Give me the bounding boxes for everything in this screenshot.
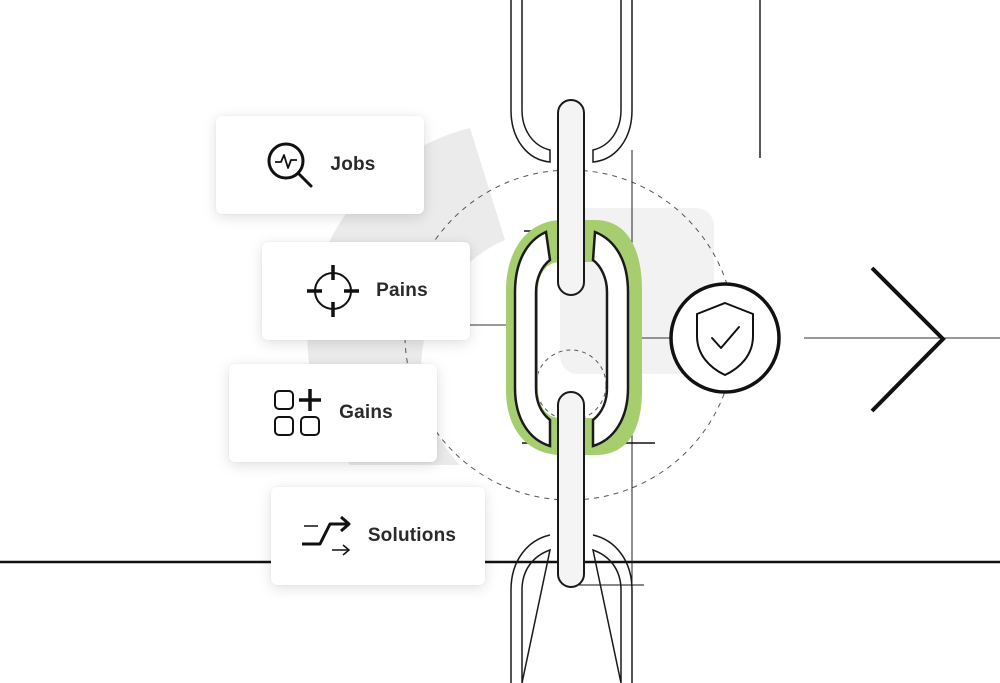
card-gains-label: Gains xyxy=(339,402,393,423)
card-solutions-label: Solutions xyxy=(367,525,457,546)
switch-arrows-icon xyxy=(300,514,354,558)
highlighted-chain-link xyxy=(506,220,642,455)
card-jobs-label: Jobs xyxy=(330,154,376,175)
grid-plus-icon xyxy=(273,387,325,439)
card-pains-label: Pains xyxy=(376,280,428,301)
shield-check-icon xyxy=(669,282,781,394)
crosshair-icon xyxy=(304,262,362,320)
card-gains[interactable]: Gains xyxy=(229,364,437,462)
magnifier-pulse-icon xyxy=(264,139,316,191)
card-solutions[interactable]: Solutions xyxy=(271,487,485,585)
chain-link-top xyxy=(510,0,633,163)
chain-pin-bottom xyxy=(557,391,585,588)
chain-link-bottom xyxy=(510,534,633,683)
card-jobs[interactable]: Jobs xyxy=(216,116,424,214)
card-pains[interactable]: Pains xyxy=(262,242,470,340)
chevron-right-icon xyxy=(870,266,946,413)
chain-pin-top xyxy=(557,99,585,296)
